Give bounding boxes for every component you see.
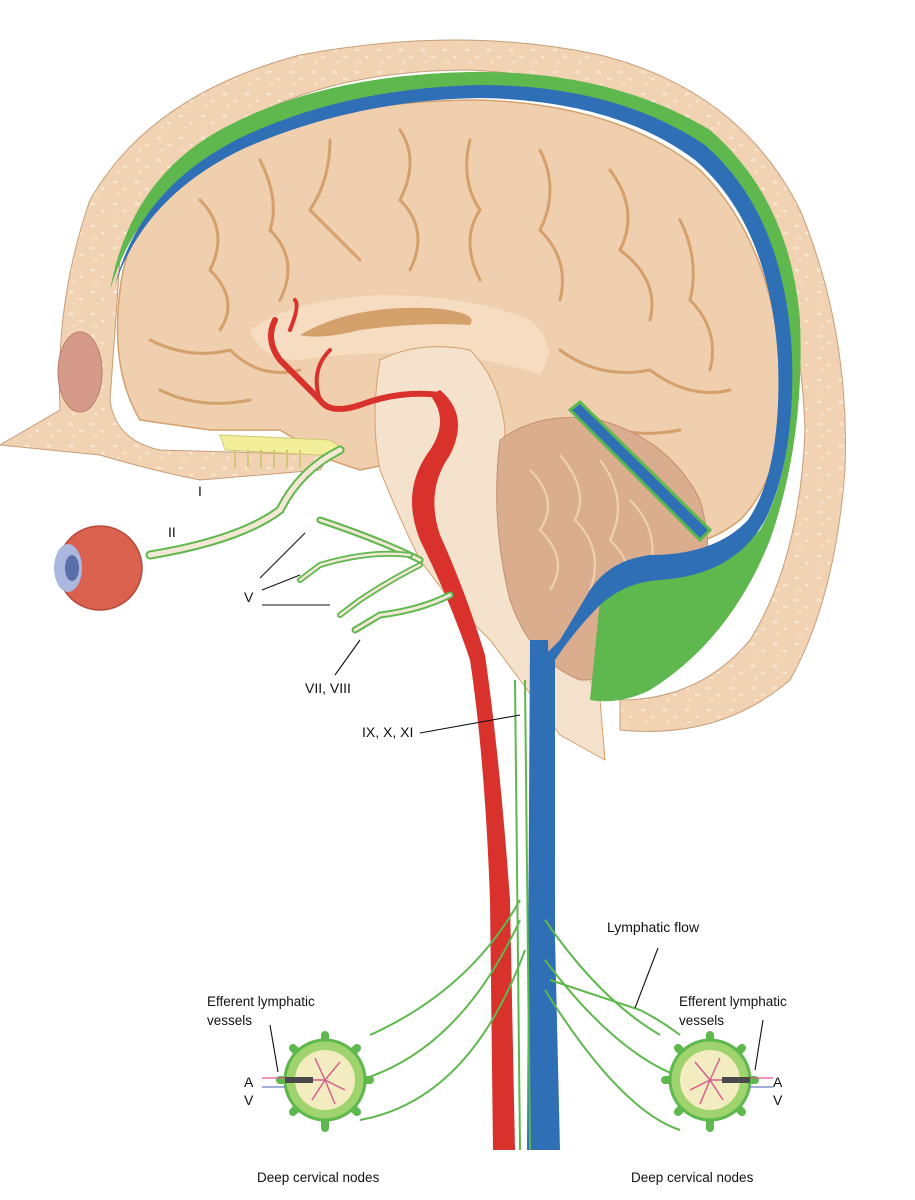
label-vein-left: V — [244, 1092, 254, 1108]
olfactory-fibers — [234, 450, 301, 468]
label-nerve-vii-viii: VII, VIII — [305, 680, 351, 696]
internal-jugular-vein — [527, 640, 560, 1150]
label-nerve-ix-x-xi: IX, X, XI — [362, 724, 413, 740]
superior-sagittal-sinus — [115, 85, 793, 1150]
label-artery-right: A — [773, 1074, 783, 1090]
label-artery-left: A — [244, 1074, 254, 1090]
deep-cervical-node-right — [661, 1031, 773, 1132]
carotid-artery — [412, 390, 515, 1150]
eye — [54, 525, 143, 611]
label-nerve-i: I — [198, 483, 202, 499]
artery-branch — [314, 348, 332, 402]
label-efferent-left-line1: Efferent lymphatic — [207, 994, 315, 1009]
cranial-nerves — [145, 445, 454, 634]
straight-sinus — [567, 399, 713, 543]
label-lymphatic-flow: Lymphatic flow — [607, 919, 700, 935]
label-efferent-right-line2: vessels — [679, 1013, 724, 1028]
label-deep-cervical-nodes-left: Deep cervical nodes — [257, 1170, 380, 1185]
label-nerve-v: V — [244, 589, 254, 605]
label-deep-cervical-nodes-right: Deep cervical nodes — [631, 1170, 754, 1185]
label-vein-right: V — [773, 1092, 783, 1108]
artery-branch — [288, 298, 299, 332]
deep-cervical-node-left — [262, 1031, 374, 1132]
label-efferent-left-line2: vessels — [207, 1013, 252, 1028]
label-efferent-right-line1: Efferent lymphatic — [679, 994, 787, 1009]
label-nerve-ii: II — [168, 524, 176, 540]
leader-lines — [259, 532, 764, 1073]
jugular-lymph-trunk — [514, 679, 531, 1151]
lateral-ventricle — [300, 307, 472, 337]
frontal-sinus — [57, 331, 103, 413]
